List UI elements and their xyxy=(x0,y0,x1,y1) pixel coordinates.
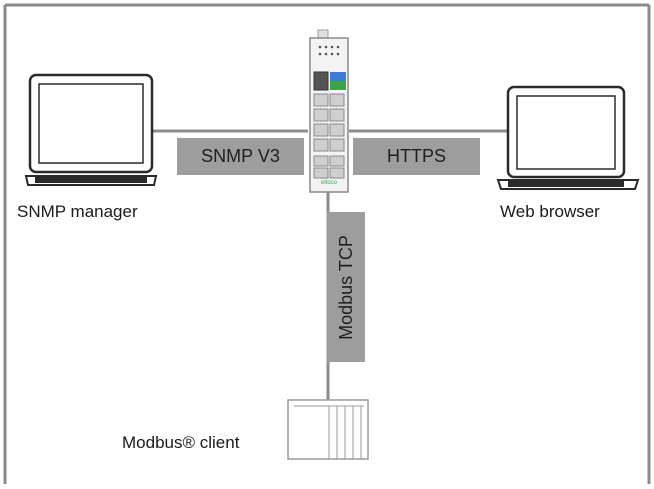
modbus-client-label: Modbus® client xyxy=(122,433,240,452)
modbus-connection-tag: Modbus TCP xyxy=(327,212,365,362)
snmp-manager-label: SNMP manager xyxy=(17,202,138,221)
laptop-icon xyxy=(496,85,640,190)
laptop-icon xyxy=(24,73,158,186)
web-browser-label: Web browser xyxy=(500,202,600,221)
modbus-connection-label: Modbus TCP xyxy=(335,234,356,340)
snmp-connection-tag: SNMP V3 xyxy=(177,138,304,175)
https-connection-tag: HTTPS xyxy=(353,138,480,175)
industrial-switch-icon xyxy=(309,29,349,193)
controller-icon xyxy=(287,399,369,460)
diagram-frame xyxy=(3,3,651,484)
switch-brand-label: eltoco xyxy=(320,180,337,186)
